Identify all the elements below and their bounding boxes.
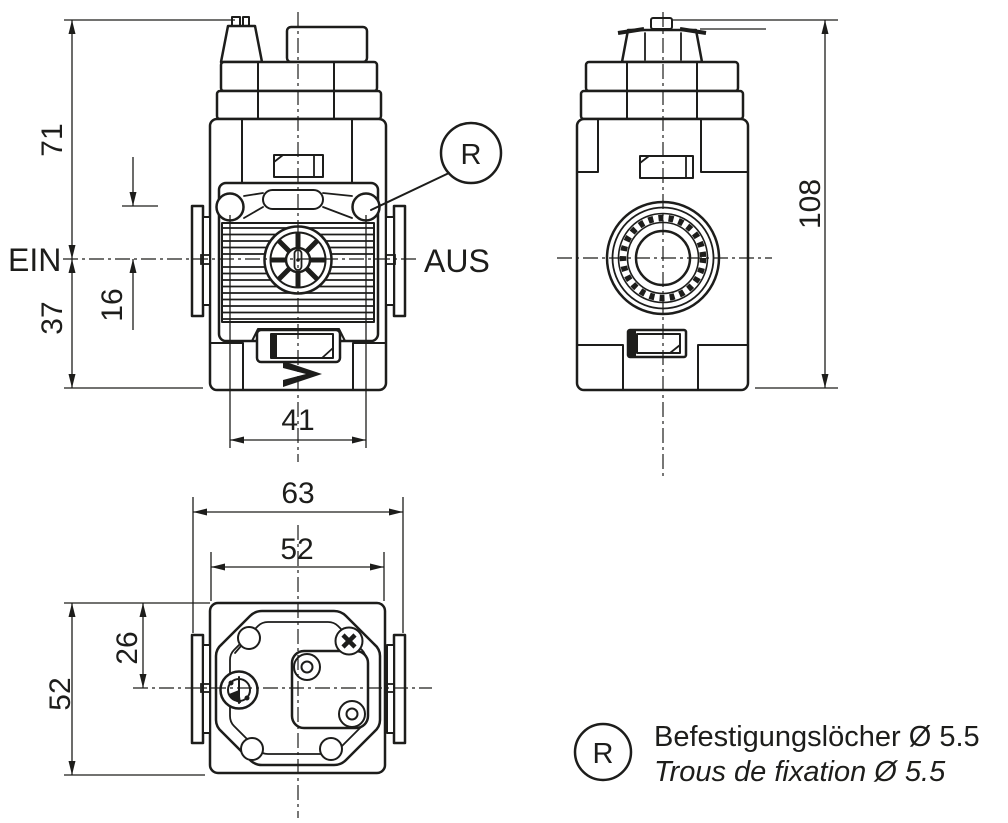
dim-52-width-label: 52 xyxy=(280,533,313,566)
dimension-labels: 71 37 16 41 108 63 52 26 52 EIN AUS R xyxy=(8,123,827,710)
legend-symbol-circle xyxy=(573,722,633,782)
dim-108-label: 108 xyxy=(794,179,827,229)
plate-contour xyxy=(243,192,353,219)
outlet-port-label: AUS xyxy=(424,243,490,279)
callout-circle xyxy=(439,121,503,185)
bottom-view xyxy=(133,525,432,818)
measure-lines xyxy=(71,20,826,775)
casting-notches xyxy=(234,626,343,761)
dim-52-depth-label: 52 xyxy=(44,677,77,710)
inlet-flange-bottom xyxy=(190,633,211,745)
housing-band-lower-front xyxy=(215,89,383,121)
plate-slot xyxy=(262,189,324,210)
dim-26-label: 26 xyxy=(111,631,144,664)
legend-symbol-label: R xyxy=(593,738,614,770)
callout-leader-line xyxy=(370,172,450,211)
mounting-feet-front xyxy=(209,342,387,391)
adjustment-knob-side xyxy=(617,17,707,64)
dim-63-label: 63 xyxy=(281,477,314,510)
housing-band-lower-side xyxy=(579,89,745,121)
body-shoulders-side xyxy=(576,118,749,173)
dimension-lines xyxy=(64,19,838,776)
top-block-front xyxy=(285,25,369,64)
dim-16-label: 16 xyxy=(96,288,129,321)
cross-head-screw xyxy=(334,626,364,656)
callout-r xyxy=(370,121,503,211)
octagon-outer xyxy=(214,609,382,767)
mounting-feet-side xyxy=(576,344,749,391)
side-view xyxy=(557,12,772,480)
front-view xyxy=(63,12,420,462)
dim-41-label: 41 xyxy=(281,404,314,437)
plate-screw-top xyxy=(293,653,321,681)
adjuster-boss xyxy=(219,670,259,710)
dimension-arrows xyxy=(68,20,829,775)
knob-nub xyxy=(231,16,241,27)
knob-nub xyxy=(242,16,250,27)
dim-37-label: 37 xyxy=(36,301,69,334)
callout-r-label: R xyxy=(461,139,482,171)
inlet-flange xyxy=(190,204,211,318)
adjustment-knob-front xyxy=(219,16,264,64)
bottom-slot-side xyxy=(626,328,688,359)
housing-band-upper-side xyxy=(584,60,740,93)
inlet-port-label: EIN xyxy=(8,242,61,278)
legend: R Befestigungslöcher Ø 5.5 Trous de fixa… xyxy=(573,721,980,788)
legend-text-german: Befestigungslöcher Ø 5.5 xyxy=(654,721,980,753)
knob-body xyxy=(219,24,264,64)
outlet-flange xyxy=(385,204,407,318)
flow-arrow-icon xyxy=(283,361,322,387)
outlet-flange-bottom xyxy=(384,633,407,745)
top-slot-side xyxy=(639,155,694,179)
legend-text-french: Trous de fixation Ø 5.5 xyxy=(654,756,946,788)
extension-lines xyxy=(64,19,838,776)
plate-screw-bottom xyxy=(338,700,366,728)
housing-band-upper-front xyxy=(219,60,379,93)
dim-71-label: 71 xyxy=(36,123,69,156)
